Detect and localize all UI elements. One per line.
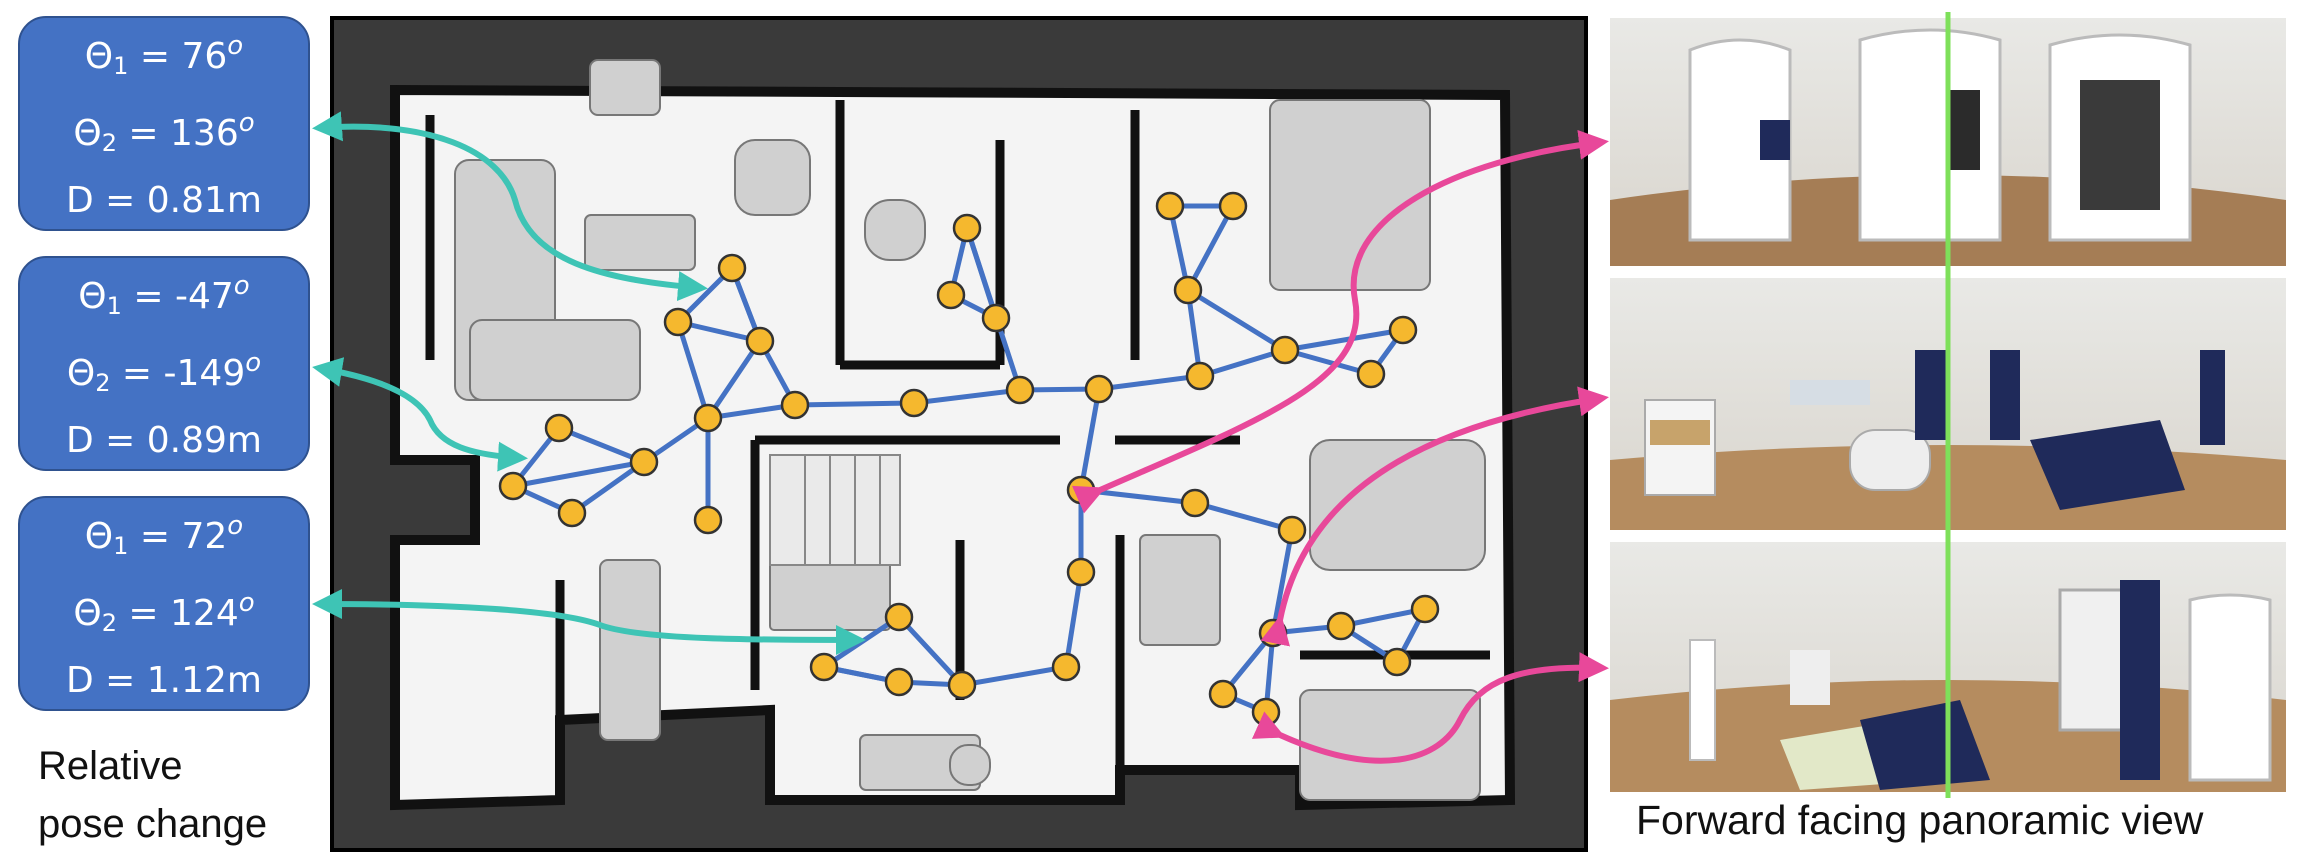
graph-node — [936, 280, 966, 310]
theta2-value: = 136 — [116, 113, 239, 154]
theta1-value: = 76 — [128, 36, 228, 77]
graph-node — [1155, 191, 1185, 221]
theta1-value: = -47 — [121, 276, 234, 317]
pose-change-arrows — [312, 111, 866, 655]
graph-node — [1173, 275, 1203, 305]
distance-value: D = 0.81m — [66, 180, 262, 221]
graph-node — [1066, 557, 1096, 587]
pose-arrow-top — [312, 111, 708, 302]
theta-symbol: Θ — [84, 516, 114, 557]
graph-node — [1382, 647, 1412, 677]
stairs — [769, 454, 901, 566]
graph-node — [693, 505, 723, 535]
view-arrows — [1072, 129, 1609, 764]
graph-node — [1326, 611, 1356, 641]
graph-node — [544, 413, 574, 443]
graph-node — [780, 390, 810, 420]
graph-node — [498, 471, 528, 501]
theta-subscript: 2 — [101, 609, 117, 637]
floor-plan-map — [330, 16, 1588, 852]
graph-node — [1005, 375, 1035, 405]
theta2-line: Θ2 = 136o — [73, 95, 254, 172]
graph-node — [1180, 488, 1210, 518]
view-arrow-bottom — [1251, 652, 1609, 764]
graph-node — [1084, 374, 1114, 404]
theta-symbol: Θ — [73, 593, 102, 634]
panorama-views — [1610, 12, 2286, 798]
theta1-line: Θ1 = -47o — [78, 258, 249, 335]
view-arrow-middle — [1260, 386, 1609, 647]
graph-node — [1258, 618, 1288, 648]
caption-line-2: pose change — [38, 802, 268, 846]
graph-node — [629, 447, 659, 477]
theta-subscript: 2 — [101, 129, 117, 157]
caption-line-1: Relative — [38, 744, 183, 788]
distance-value: D = 0.89m — [66, 420, 262, 461]
graph-node — [693, 403, 723, 433]
graph-node — [899, 388, 929, 418]
view-arrow-top — [1072, 129, 1609, 514]
graph-node — [1277, 515, 1307, 545]
graph-node — [884, 602, 914, 632]
theta-subscript: 2 — [95, 369, 111, 397]
theta1-value: = 72 — [128, 516, 228, 557]
graph-node — [745, 326, 775, 356]
pose-box-1: Θ1 = 76o Θ2 = 136o D = 0.81m — [18, 16, 310, 231]
pose-arrow-middle — [312, 357, 528, 472]
pose-box-2: Θ1 = -47o Θ2 = -149o D = 0.89m — [18, 256, 310, 471]
theta2-value: = 124 — [116, 593, 239, 634]
graph-node — [663, 307, 693, 337]
graph-node — [1208, 679, 1238, 709]
graph-node — [1410, 594, 1440, 624]
graph-node — [1388, 315, 1418, 345]
graph-node — [1356, 359, 1386, 389]
caption-panoramic-view: Forward facing panoramic view — [1636, 797, 2204, 843]
theta-symbol: Θ — [66, 353, 96, 394]
distance-value: D = 1.12m — [66, 660, 262, 701]
degree-mark: o — [227, 511, 244, 541]
degree-mark: o — [238, 588, 255, 618]
degree-mark: o — [233, 271, 250, 301]
theta-subscript: 1 — [106, 292, 122, 320]
graph-node — [1051, 652, 1081, 682]
graph-node — [809, 652, 839, 682]
pose-arrow-bottom — [312, 589, 866, 655]
theta-symbol: Θ — [73, 113, 102, 154]
theta1-line: Θ1 = 72o — [85, 498, 243, 575]
graph-node — [1218, 191, 1248, 221]
theta-symbol: Θ — [84, 36, 114, 77]
theta-subscript: 1 — [113, 52, 129, 80]
theta2-line: Θ2 = 124o — [73, 575, 254, 652]
graph-node — [952, 213, 982, 243]
graph-node — [981, 303, 1011, 333]
graph-node — [1251, 697, 1281, 727]
theta-subscript: 1 — [113, 532, 129, 560]
theta2-value: = -149 — [110, 353, 246, 394]
theta1-line: Θ1 = 76o — [85, 18, 243, 95]
graph-node — [947, 670, 977, 700]
theta2-line: Θ2 = -149o — [67, 335, 261, 412]
theta-symbol: Θ — [78, 276, 107, 317]
degree-mark: o — [245, 348, 262, 378]
graph-node — [717, 253, 747, 283]
graph-node — [1270, 335, 1300, 365]
graph-node — [1185, 361, 1215, 391]
caption-relative-pose: Relative pose change — [38, 737, 267, 853]
graph-node — [557, 498, 587, 528]
graph-node — [1066, 475, 1096, 505]
pose-box-3: Θ1 = 72o Θ2 = 124o D = 1.12m — [18, 496, 310, 711]
graph-node — [884, 667, 914, 697]
degree-mark: o — [238, 108, 255, 138]
degree-mark: o — [227, 31, 244, 61]
